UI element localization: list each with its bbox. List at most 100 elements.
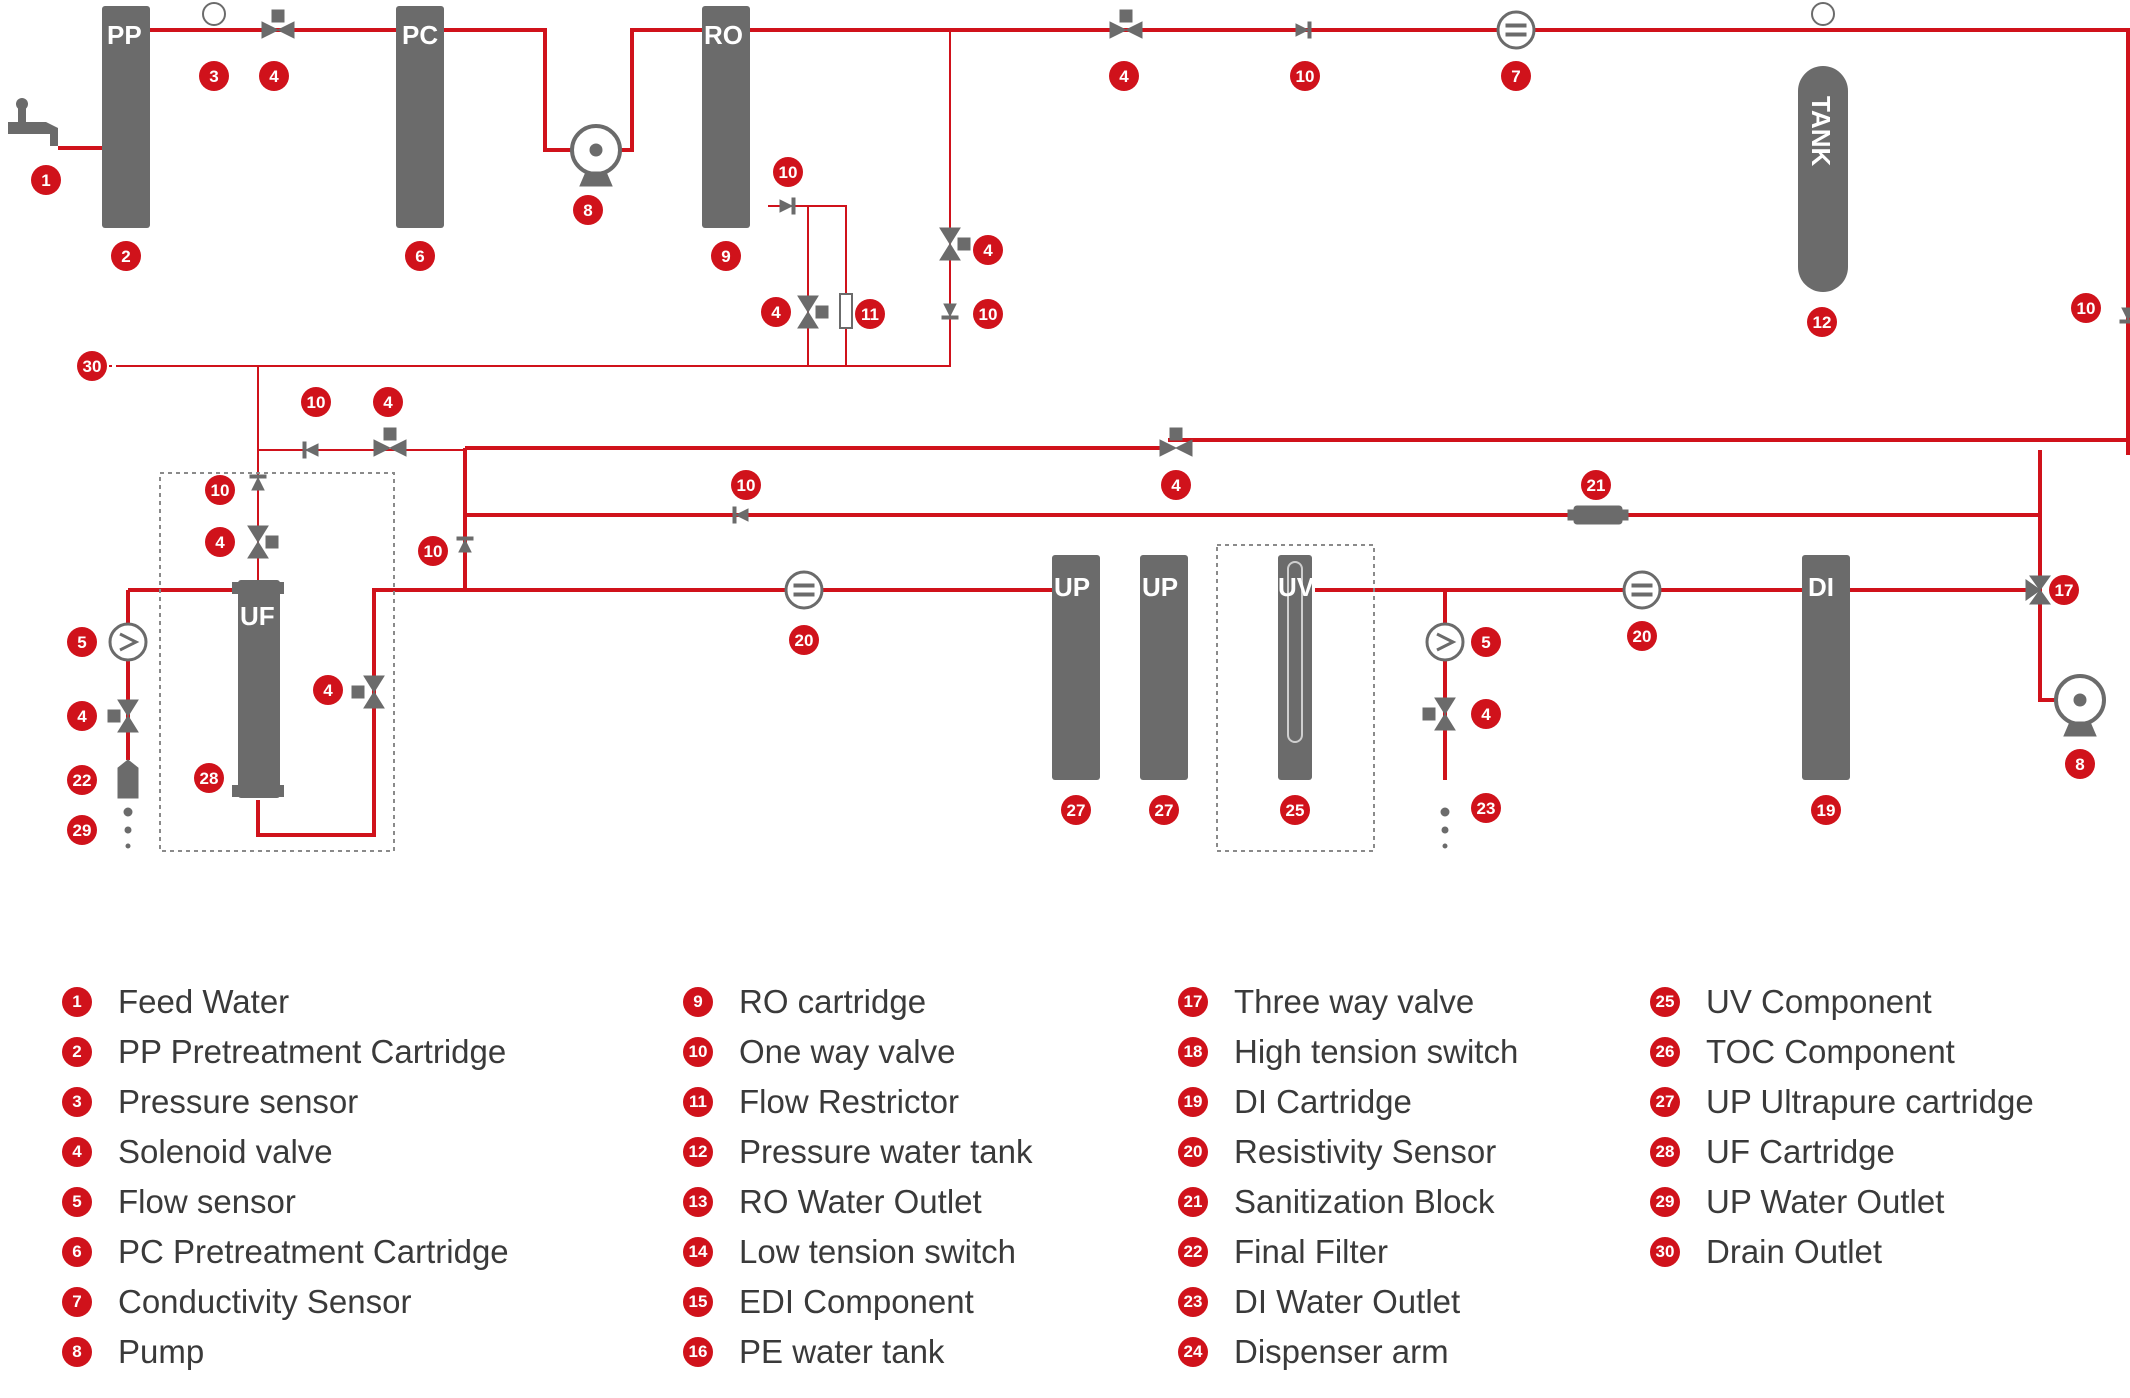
svg-text:20: 20 (1633, 627, 1652, 646)
badge-20: 20 (789, 625, 819, 655)
tank-label: TANK (1806, 96, 1836, 167)
badge-8: 8 (2065, 749, 2095, 779)
badge-23: 23 (1471, 793, 1501, 823)
pp-label: PP (107, 20, 142, 50)
svg-text:2: 2 (121, 247, 130, 266)
badge-10: 10 (1290, 61, 1320, 91)
svg-text:19: 19 (1817, 801, 1836, 820)
up2-cartridge (1140, 555, 1188, 780)
svg-text:12: 12 (1813, 313, 1832, 332)
up2-label: UP (1142, 572, 1178, 602)
badge-4: 4 (373, 387, 403, 417)
solenoid-valve-icon (1109, 9, 1143, 39)
badge-19: 19 (1811, 795, 1841, 825)
badge-20: 20 (1627, 621, 1657, 651)
three-way-valve-icon (2025, 575, 2051, 605)
uf-group-box (159, 472, 395, 852)
up1-label: UP (1054, 572, 1090, 602)
badge-28: 28 (194, 763, 224, 793)
solenoid-valve-icon (797, 295, 829, 329)
solenoid-valve-icon (247, 525, 279, 559)
badge-2: 2 (111, 241, 141, 271)
svg-text:4: 4 (983, 241, 993, 260)
one-way-valve-icon (456, 536, 474, 553)
flow-sensor-icon (108, 622, 148, 662)
svg-text:27: 27 (1155, 801, 1174, 820)
svg-text:4: 4 (1171, 476, 1181, 495)
faucet-icon (8, 122, 58, 146)
badge-21: 21 (1581, 470, 1611, 500)
solenoid-valve-icon (939, 227, 971, 261)
svg-text:21: 21 (1587, 476, 1606, 495)
flow-restrictor-icon (839, 293, 853, 329)
svg-text:10: 10 (1296, 67, 1315, 86)
sanitization-block-icon (1567, 505, 1629, 525)
badge-27: 27 (1149, 795, 1179, 825)
svg-text:10: 10 (737, 476, 756, 495)
one-way-valve-icon (1295, 21, 1312, 39)
badge-10: 10 (731, 470, 761, 500)
svg-text:4: 4 (771, 303, 781, 322)
svg-text:6: 6 (415, 247, 424, 266)
pipe-uf-bottom (256, 588, 465, 837)
svg-text:23: 23 (1477, 799, 1496, 818)
pipe-pc-pump (440, 28, 572, 152)
svg-text:30: 30 (83, 357, 102, 376)
ro-label: RO (704, 20, 743, 50)
svg-text:25: 25 (1286, 801, 1305, 820)
badge-8: 8 (573, 195, 603, 225)
badge-11: 11 (855, 299, 885, 329)
svg-text:10: 10 (307, 393, 326, 412)
di-cartridge (1802, 555, 1850, 780)
badge-4: 4 (1471, 699, 1501, 729)
one-way-valve-icon (2119, 307, 2130, 324)
svg-text:4: 4 (77, 707, 87, 726)
badge-9: 9 (711, 241, 741, 271)
one-way-valve-icon (941, 303, 959, 320)
di-label: DI (1808, 572, 1834, 602)
badge-4: 4 (205, 527, 235, 557)
badge-5: 5 (1471, 627, 1501, 657)
svg-text:10: 10 (979, 305, 998, 324)
badge-10: 10 (205, 475, 235, 505)
badge-10: 10 (418, 536, 448, 566)
outlet-drop-icon (1440, 807, 1450, 849)
svg-text:20: 20 (795, 631, 814, 650)
badge-4: 4 (1109, 61, 1139, 91)
svg-text:9: 9 (721, 247, 730, 266)
ro-cartridge (702, 6, 750, 228)
svg-text:10: 10 (779, 163, 798, 182)
flow-sensor-icon (1425, 622, 1465, 662)
badge-4: 4 (761, 297, 791, 327)
solenoid-valve-icon (261, 9, 295, 39)
uf-label: UF (240, 601, 275, 631)
pressure-sensor-icon (202, 2, 226, 26)
pipes (58, 28, 2130, 837)
badge-4: 4 (973, 235, 1003, 265)
badge-10: 10 (2071, 293, 2101, 323)
svg-text:28: 28 (200, 769, 219, 788)
badge-17: 17 (2049, 575, 2079, 605)
badge-10: 10 (973, 299, 1003, 329)
pipe-pump-ro (620, 28, 705, 152)
badge-29: 29 (67, 815, 97, 845)
badge-1: 1 (31, 165, 61, 195)
svg-text:17: 17 (2055, 581, 2074, 600)
svg-text:4: 4 (215, 533, 225, 552)
uv-label: UV (1278, 572, 1315, 602)
pump-icon (570, 124, 622, 187)
symbols (107, 2, 2130, 849)
svg-text:4: 4 (269, 67, 279, 86)
svg-text:10: 10 (211, 481, 230, 500)
svg-text:29: 29 (73, 821, 92, 840)
pressure-sensor-icon (1811, 2, 1835, 26)
svg-text:8: 8 (2075, 755, 2084, 774)
badge-3: 3 (199, 61, 229, 91)
badge-7: 7 (1501, 61, 1531, 91)
svg-text:4: 4 (1481, 705, 1491, 724)
badges: 1 2 3 4 6 8 9 10 4 10 7 12 10 4 10 4 11 … (31, 61, 2101, 845)
svg-text:10: 10 (424, 542, 443, 561)
solenoid-valve-icon (1159, 427, 1193, 457)
svg-text:22: 22 (73, 771, 92, 790)
uf-cartridge (238, 580, 280, 798)
